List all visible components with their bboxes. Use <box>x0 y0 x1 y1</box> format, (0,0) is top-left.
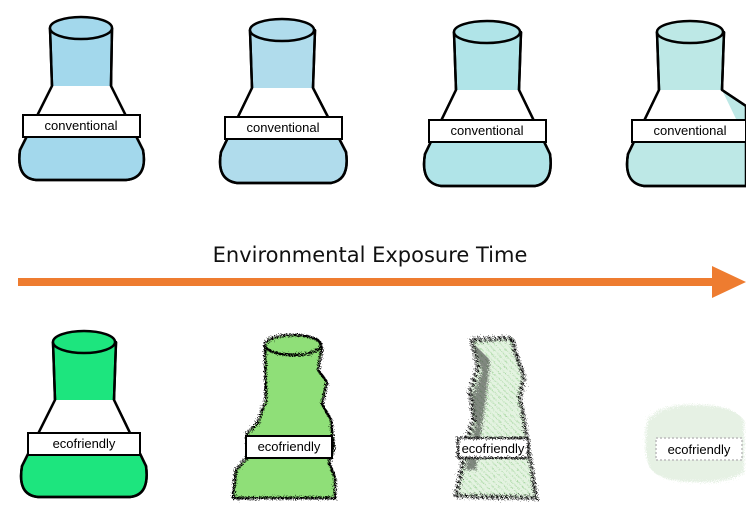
ecofriendly-flask-3-shade <box>465 344 490 470</box>
conventional-flask-2-white <box>237 88 329 119</box>
ecofriendly-flask-1-white <box>38 400 130 433</box>
conventional-flask-1-white <box>36 86 127 117</box>
conventional-flask-4: conventional <box>625 19 746 188</box>
conventional-flask-4-white <box>644 90 737 121</box>
conventional-flask-4-label: conventional <box>654 123 727 138</box>
timeline-label: Environmental Exposure Time <box>213 243 528 267</box>
ecofriendly-flask-1-mouth <box>51 329 117 355</box>
conventional-flask-1: conventional <box>18 15 146 182</box>
conventional-flask-3-white <box>441 90 534 121</box>
conventional-flask-3-mouth <box>452 19 522 45</box>
conventional-flask-2-mouth <box>248 17 316 43</box>
ecofriendly-flask-4-label: ecofriendly <box>668 442 731 457</box>
conventional-flask-1-label-bg <box>22 114 141 138</box>
ecofriendly-flask-3-body <box>454 336 538 500</box>
ecofriendly-flask-4: ecofriendly <box>645 404 744 483</box>
ecofriendly-flask-1: ecofriendly <box>19 329 148 499</box>
ecofriendly-flask-4-label-bg <box>655 437 743 461</box>
conventional-flask-2-label-bg <box>224 116 343 140</box>
conventional-flask-4-outline <box>625 31 746 188</box>
timeline: Environmental Exposure Time <box>18 243 746 298</box>
conventional-flask-1-mouth <box>48 15 114 41</box>
ecofriendly-flask-2-label: ecofriendly <box>258 439 321 454</box>
conventional-flask-3-label-bg <box>428 119 547 143</box>
timeline-arrow-shaft <box>18 278 720 286</box>
ecofriendly-flask-1-label: ecofriendly <box>53 436 116 451</box>
ecofriendly-flask-2-body <box>231 344 337 500</box>
conventional-flask-2-outline <box>218 29 348 185</box>
ecofriendly-flask-1-label-bg <box>27 432 141 456</box>
conventional-flask-3: conventional <box>422 19 552 188</box>
ecofriendly-flask-1-outline <box>19 341 148 499</box>
timeline-arrow-head <box>712 266 746 298</box>
conventional-flask-1-outline <box>18 27 146 182</box>
conventional-flask-4-label-bg <box>631 119 746 143</box>
ecofriendly-flask-2-mouth <box>263 333 323 357</box>
ecofriendly-flask-3: ecofriendly <box>454 336 538 500</box>
ecofriendly-flask-2-label-bg <box>245 435 333 459</box>
conventional-flask-3-outline <box>422 31 552 188</box>
conventional-flask-4-mouth <box>655 19 725 45</box>
ecofriendly-flask-3-label-bg <box>457 437 529 459</box>
ecofriendly-flask-2: ecofriendly <box>231 333 337 500</box>
conventional-flask-2-label: conventional <box>247 120 320 135</box>
conventional-flask-2: conventional <box>218 17 348 185</box>
conventional-flask-1-label: conventional <box>45 118 118 133</box>
ecofriendly-flask-3-label: ecofriendly <box>462 441 525 456</box>
conventional-flask-3-label: conventional <box>451 123 524 138</box>
